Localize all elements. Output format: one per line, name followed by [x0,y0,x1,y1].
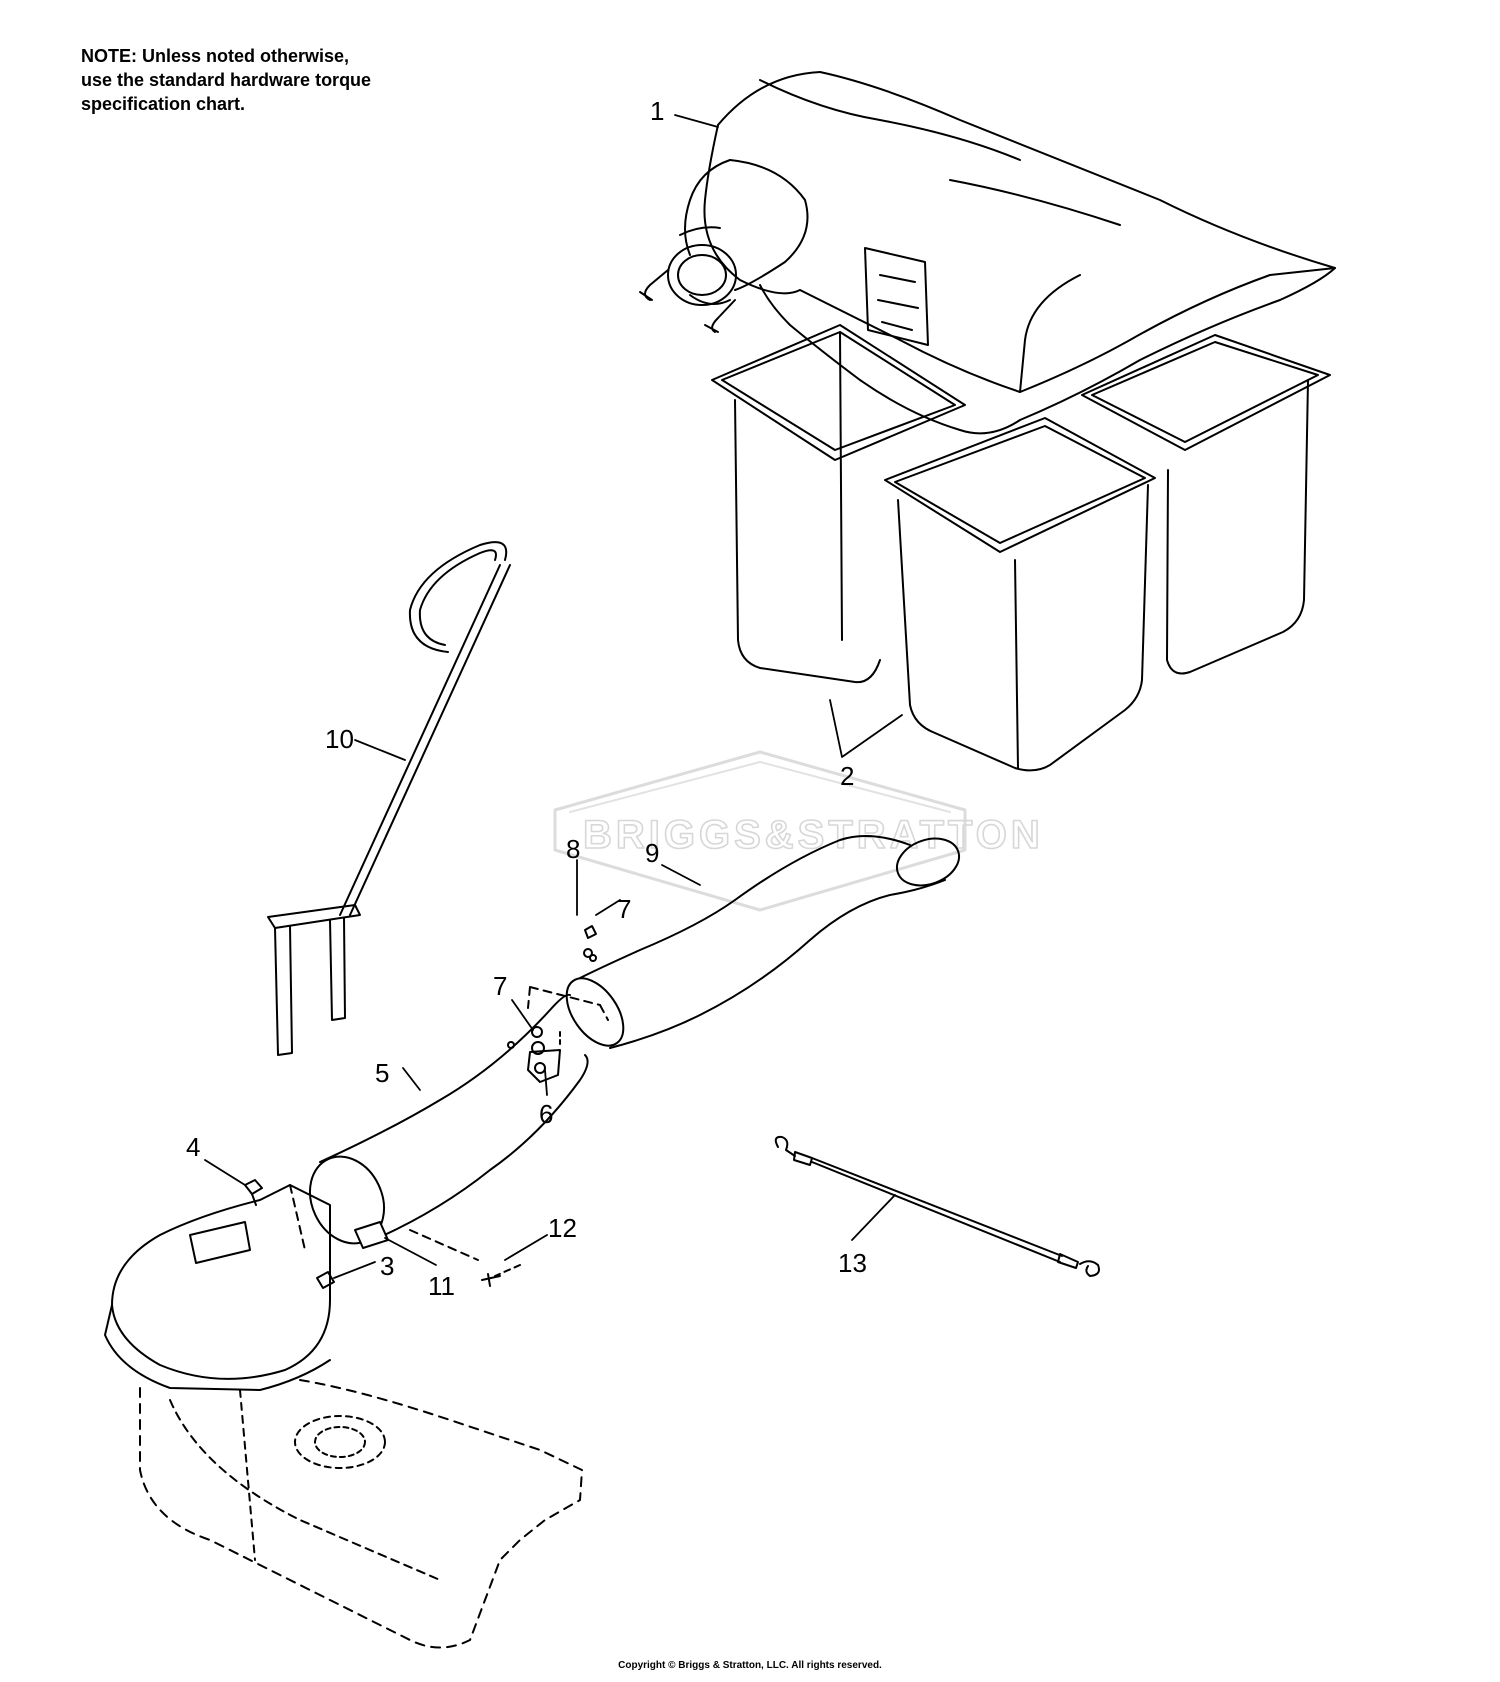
torque-note: NOTE: Unless noted otherwise, use the st… [81,46,372,114]
watermark-text: BRIGGS&STRATTON [583,813,1044,857]
callout-9: 9 [645,838,659,868]
hardware-parts [244,925,597,1289]
part-10-rod [267,541,511,1056]
callout-10: 10 [325,724,354,754]
callout-12: 12 [548,1213,577,1243]
callout-4: 4 [186,1132,200,1162]
callout-1: 1 [650,96,664,126]
watermark-logo: BRIGGS&STRATTON [553,750,1044,912]
callout-6: 6 [539,1099,553,1129]
part-13-strap [774,1135,1100,1277]
part-5-tube [309,986,609,1249]
callout-7-upper: 7 [617,894,631,924]
copyright-notice: Copyright © Briggs & Stratton, LLC. All … [618,1660,882,1671]
callout-8: 8 [566,834,580,864]
callout-11: 11 [428,1271,455,1301]
callout-7-lower: 7 [493,971,507,1001]
callout-3: 3 [380,1251,394,1281]
part-1-bag [639,71,1336,435]
callout-5: 5 [375,1058,389,1088]
part-2-bins [711,324,1331,772]
callout-13: 13 [838,1248,867,1278]
leader-lines [204,114,903,1279]
callout-2: 2 [840,761,854,791]
mower-housing [104,1184,583,1649]
part-9-tube [565,835,960,1049]
